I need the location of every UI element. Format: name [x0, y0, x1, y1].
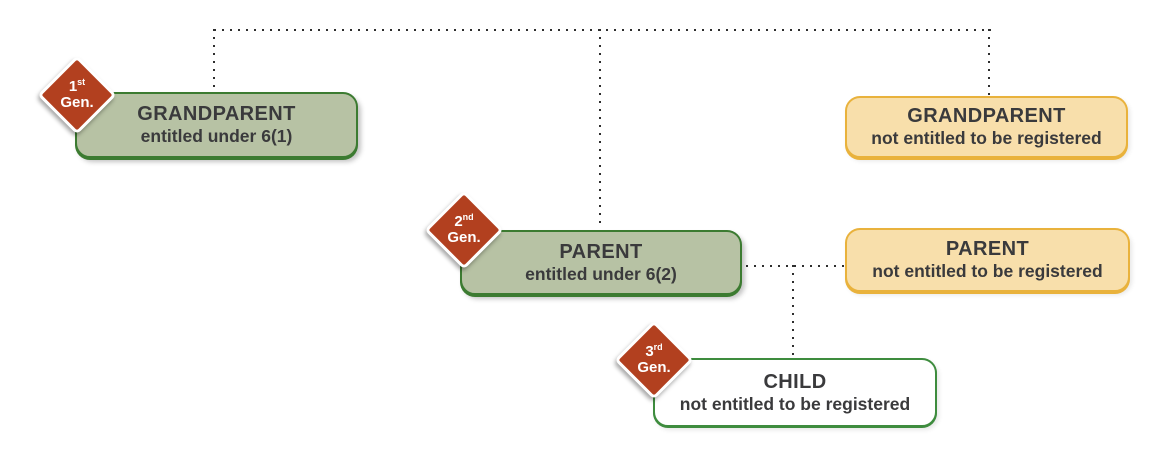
badge-ordinal: 3rd — [645, 341, 663, 361]
connector-parent-entitled-drop — [599, 29, 601, 229]
node-subtitle: not entitled to be registered — [871, 128, 1102, 148]
badge-number: 2 — [454, 212, 463, 230]
badge-ordinal-suffix: st — [77, 76, 86, 87]
badge-gen-3: 3rd Gen. — [614, 320, 694, 400]
connector-grandparent-not-entitled-drop — [988, 29, 990, 95]
badge-ordinal: 1st — [68, 76, 86, 96]
badge-word: Gen. — [60, 94, 94, 111]
connector-child-drop — [792, 265, 794, 357]
badge-gen-2-label: 2nd Gen. — [424, 190, 504, 270]
node-grandparent-entitled: GRANDPARENT entitled under 6(1) — [75, 92, 358, 158]
badge-gen-1: 1st Gen. — [37, 55, 117, 135]
connector-parents-horizontal — [746, 265, 844, 267]
badge-number: 1 — [68, 77, 78, 95]
node-title: GRANDPARENT — [907, 105, 1066, 127]
node-child-not-entitled: CHILD not entitled to be registered — [653, 358, 937, 427]
node-parent-entitled: PARENT entitled under 6(2) — [460, 230, 742, 295]
node-subtitle: not entitled to be registered — [679, 393, 911, 414]
node-title: GRANDPARENT — [137, 103, 296, 125]
node-subtitle: entitled under 6(2) — [525, 263, 677, 284]
node-title: CHILD — [763, 370, 827, 393]
badge-number: 3 — [645, 342, 654, 360]
badge-ordinal-suffix: nd — [462, 211, 474, 222]
badge-gen-3-label: 3rd Gen. — [614, 320, 694, 400]
node-subtitle: not entitled to be registered — [872, 261, 1103, 281]
node-grandparent-not-entitled: GRANDPARENT not entitled to be registere… — [845, 96, 1128, 158]
badge-gen-2: 2nd Gen. — [424, 190, 504, 270]
connector-grandparent-entitled-drop — [213, 29, 215, 90]
badge-word: Gen. — [447, 229, 481, 246]
node-subtitle: entitled under 6(1) — [140, 126, 293, 146]
node-title: PARENT — [559, 240, 643, 263]
connector-top-horizontal — [214, 29, 991, 31]
badge-ordinal-suffix: rd — [653, 341, 663, 352]
badge-ordinal: 2nd — [454, 211, 474, 231]
node-title: PARENT — [945, 238, 1030, 260]
badge-word: Gen. — [637, 359, 671, 376]
node-parent-not-entitled: PARENT not entitled to be registered — [845, 228, 1130, 292]
badge-gen-1-label: 1st Gen. — [37, 55, 117, 135]
